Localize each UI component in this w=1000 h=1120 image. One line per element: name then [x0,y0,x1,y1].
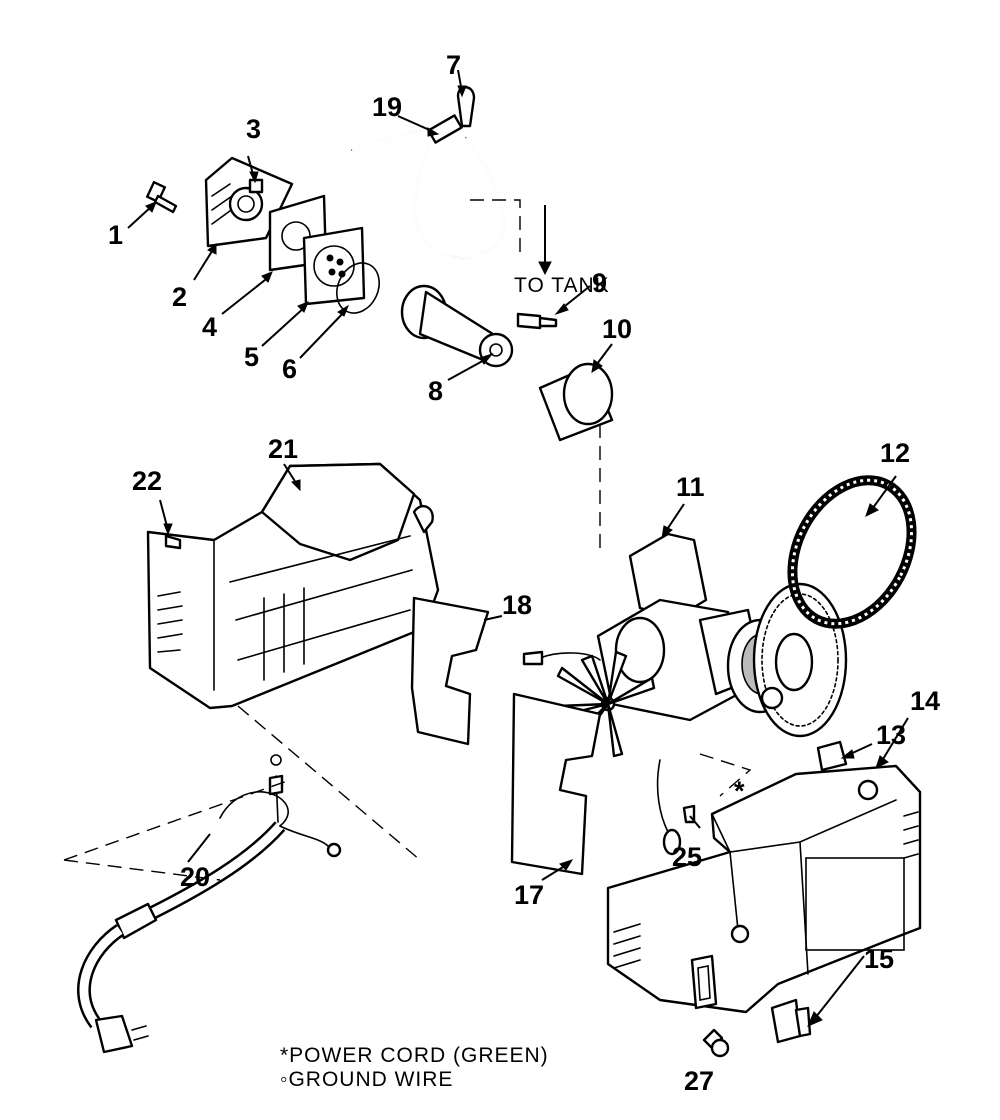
part-7-tube [351,86,505,259]
guide-line-11-25 [699,753,752,797]
callout-25: 25 [672,842,702,872]
part-13-block [816,740,848,772]
part-10-cylinder-sleeve [538,362,614,442]
callout-2: 2 [172,282,187,312]
callout-22: 22 [132,466,162,496]
callout-27: 27 [684,1066,714,1096]
legend-power-cord: *POWER CORD (GREEN) [280,1044,549,1067]
callout-3: 3 [246,114,261,144]
callout-13: 13 [876,720,906,750]
part-1-screw [145,181,178,214]
callout-17: 17 [514,880,544,910]
callout-5: 5 [244,342,259,372]
callout-9: 9 [592,268,607,298]
callout-10: 10 [602,314,632,344]
callout-12: 12 [880,438,910,468]
part-15-switch [770,998,812,1044]
callout-numbers: 1 2 3 4 5 6 7 8 9 10 11 12 13 14 15 17 1… [108,50,940,1096]
part-6-o-ring [336,262,380,314]
part-22-screw [164,534,182,550]
part-18-gasket [410,596,490,746]
part-14-front-housing [606,764,922,1014]
part-27-screw [702,1028,730,1058]
part-8-connecting-rod [400,284,514,368]
guide-line-cord-2 [63,859,221,881]
callout-1: 1 [108,220,123,250]
callout-8: 8 [428,376,443,406]
part-9-screw [516,312,558,330]
legend: *POWER CORD (GREEN) ◦GROUND WIRE [280,1044,549,1091]
guide-line-21-17 [237,705,421,861]
callout-18: 18 [502,590,532,620]
callout-11: 11 [676,472,705,502]
part-3-valve [248,178,264,194]
to-tank-line [470,199,521,260]
callout-20: 20 [180,862,210,892]
asterisk-mark: * [734,776,745,806]
callout-7: 7 [446,50,461,80]
part-17-gasket [510,692,602,876]
to-tank-label: TO TANK [514,274,610,297]
callout-14: 14 [910,686,940,716]
callout-21: 21 [268,434,298,464]
callout-6: 6 [282,354,297,384]
part-19-nut [427,114,463,144]
guide-line-cord [63,779,291,861]
callout-15: 15 [864,944,894,974]
callout-19: 19 [372,92,402,122]
callout-4: 4 [202,312,217,342]
part-20-power-cord [77,754,342,1054]
leader-lines [127,69,909,1027]
part-5-valve-plate [302,226,366,306]
part-12-drive-belt [787,475,917,629]
part-21-rear-housing [146,462,440,710]
legend-ground-wire: ◦GROUND WIRE [280,1068,453,1091]
